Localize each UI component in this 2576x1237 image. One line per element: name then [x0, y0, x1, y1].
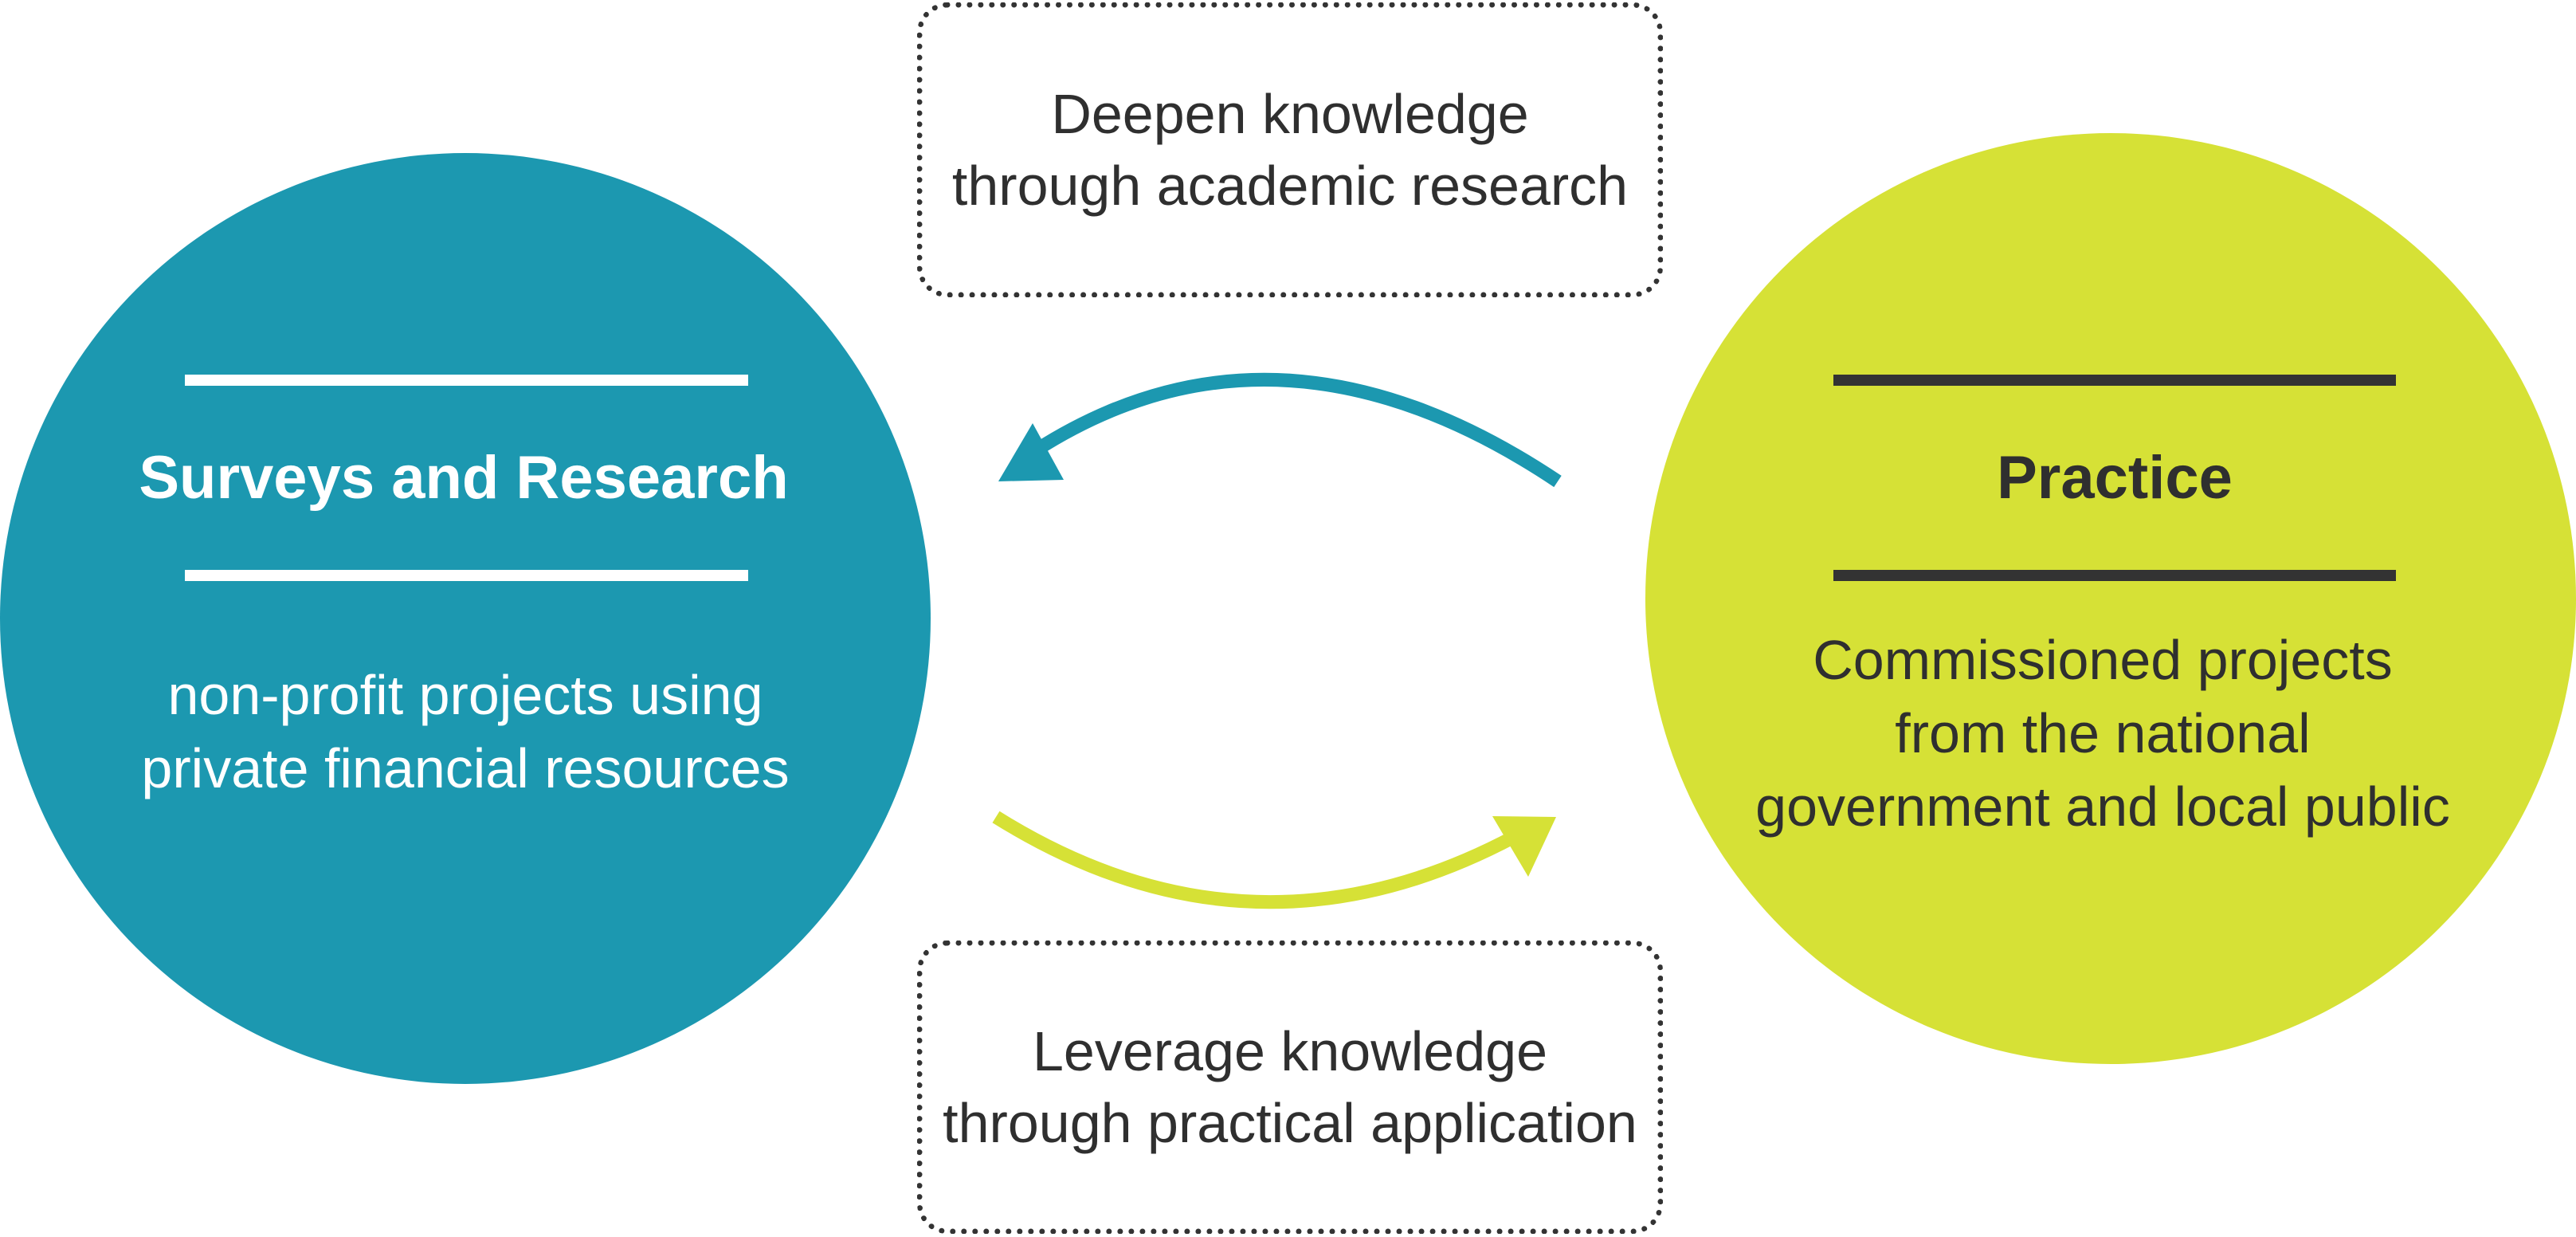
practice-description: Commissioned projects from the national … — [1755, 629, 2450, 838]
research-circle — [0, 153, 931, 1084]
research-title: Surveys and Research — [139, 444, 789, 512]
top-note-box: Deepen knowledge through academic resear… — [917, 2, 1663, 297]
arrow-to-research — [998, 372, 1562, 488]
practice-top-rule — [1833, 375, 2396, 386]
bottom-note-text: Leverage knowledge through practical app… — [943, 1020, 1637, 1154]
practice-circle — [1645, 133, 2576, 1064]
practice-bottom-rule — [1833, 570, 2396, 581]
top-note-text: Deepen knowledge through academic resear… — [951, 83, 1629, 217]
research-description: non-profit projects using private financ… — [141, 664, 790, 799]
bottom-note-box: Leverage knowledge through practical app… — [917, 941, 1663, 1234]
arrow-to-practice — [992, 811, 1556, 909]
practice-title: Practice — [1997, 444, 2233, 512]
research-bottom-rule — [185, 570, 748, 581]
research-top-rule — [185, 375, 748, 386]
